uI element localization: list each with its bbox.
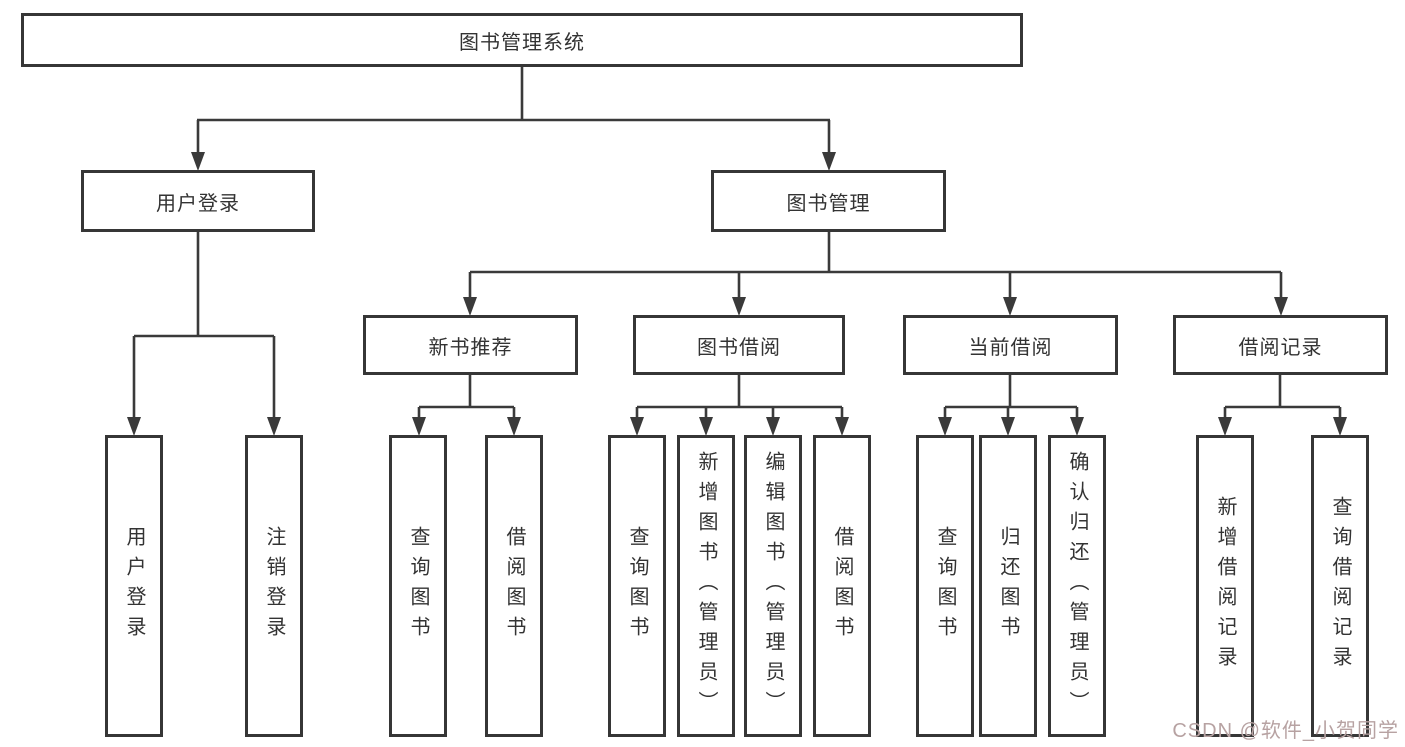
node-user-login: 用户登录 (81, 170, 315, 232)
node-label: 用户登录 (123, 526, 145, 646)
node-label: 注销登录 (263, 526, 285, 646)
csdn-watermark: CSDN @软件_小贺同学 (1172, 720, 1399, 742)
leaf-user-login: 用户登录 (105, 435, 163, 737)
node-label: 借阅记录 (1238, 336, 1323, 359)
node-current-borrow: 当前借阅 (903, 315, 1118, 375)
node-label: 查询借阅记录 (1329, 496, 1351, 676)
leaf-borrow-books: 借阅图书 (813, 435, 871, 737)
leaf-query-books-recommend: 查询图书 (389, 435, 447, 737)
leaf-return-books: 归还图书 (979, 435, 1037, 737)
node-borrow-records: 借阅记录 (1173, 315, 1388, 375)
node-library-system: 图书管理系统 (21, 13, 1023, 67)
leaf-edit-book-admin: 编辑图书（管理员） (744, 435, 802, 737)
node-label: 当前借阅 (968, 336, 1053, 359)
node-label: 图书管理 (786, 192, 871, 215)
node-new-book-recommend: 新书推荐 (363, 315, 578, 375)
node-label: 用户登录 (156, 192, 240, 215)
node-label: 图书管理系统 (459, 31, 585, 54)
node-book-borrow: 图书借阅 (633, 315, 845, 375)
leaf-add-book-admin: 新增图书（管理员） (677, 435, 735, 737)
node-label: 新书推荐 (428, 336, 513, 359)
connector-path (132, 67, 1342, 418)
node-label: 新增借阅记录 (1214, 496, 1236, 676)
leaf-add-borrow-record: 新增借阅记录 (1196, 435, 1254, 737)
leaf-logout: 注销登录 (245, 435, 303, 737)
node-label: 图书借阅 (697, 336, 781, 359)
node-label: 确认归还（管理员） (1066, 451, 1088, 721)
node-label: 归还图书 (997, 526, 1019, 646)
node-label: 编辑图书（管理员） (762, 451, 784, 721)
node-book-management: 图书管理 (711, 170, 946, 232)
node-label: 查询图书 (407, 526, 429, 646)
node-label: 查询图书 (934, 526, 956, 646)
leaf-confirm-return-admin: 确认归还（管理员） (1048, 435, 1106, 737)
node-label: 借阅图书 (503, 526, 525, 646)
leaf-query-books-current: 查询图书 (916, 435, 974, 737)
node-label: 查询图书 (626, 526, 648, 646)
leaf-borrow-books-recommend: 借阅图书 (485, 435, 543, 737)
node-label: 借阅图书 (831, 526, 853, 646)
leaf-query-books-borrow: 查询图书 (608, 435, 666, 737)
node-label: 新增图书（管理员） (695, 451, 717, 721)
leaf-query-borrow-record: 查询借阅记录 (1311, 435, 1369, 737)
